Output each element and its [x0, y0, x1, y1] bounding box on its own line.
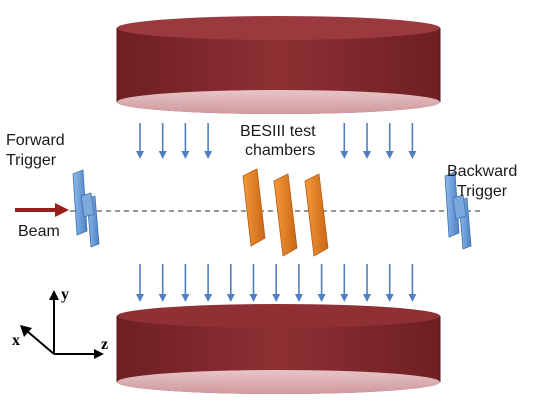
x-axis-label: x [12, 332, 20, 349]
z-axis-head [94, 349, 104, 359]
test-chamber-1 [242, 168, 266, 247]
field-arrow-head [249, 294, 258, 302]
y-axis-head [49, 290, 59, 300]
field-arrow-head [181, 151, 190, 159]
x-axis-line [26, 330, 55, 355]
field-arrow-head [385, 294, 394, 302]
backward-trigger-label-line2: Trigger [457, 183, 508, 200]
field-arrow-head [408, 294, 417, 302]
lower-magnet-pole [116, 304, 441, 395]
x-axis-head [20, 325, 32, 337]
field-arrow-head [363, 151, 371, 159]
test-chambers-label-line2: chambers [245, 142, 316, 159]
field-arrow-head [294, 294, 303, 302]
forward-trigger-label-line2: Trigger [6, 152, 57, 169]
forward-trigger-label-line1: Forward [6, 132, 65, 149]
field-arrow-head [136, 294, 144, 302]
y-axis-label: y [61, 286, 69, 303]
coordinate-axes [20, 290, 104, 359]
test-chamber-3 [304, 173, 329, 257]
field-arrow-head [340, 294, 349, 302]
field-arrow-head [181, 294, 190, 302]
forward-trigger-scintillator [72, 169, 100, 248]
field-arrow-head [385, 151, 394, 159]
upper-magnet-pole [116, 16, 441, 114]
test-chamber-2 [273, 173, 298, 257]
field-arrow-head [158, 294, 167, 302]
field-arrow-head [317, 294, 326, 302]
test-chambers-label-line1: BESIII test [240, 123, 316, 140]
field-arrow-head [340, 151, 349, 159]
field-arrow-head [136, 151, 144, 159]
lower-field-arrows [136, 264, 417, 302]
backward-trigger-scintillator [444, 171, 472, 250]
upper-field-arrows [136, 123, 417, 159]
field-arrow-head [204, 294, 213, 302]
field-arrow-head [158, 151, 167, 159]
field-arrow-head [226, 294, 235, 302]
backward-trigger-label-line1: Backward [447, 163, 518, 180]
field-arrow-head [204, 151, 213, 159]
field-arrow-head [272, 294, 281, 302]
field-arrow-head [363, 294, 371, 302]
beam-label: Beam [18, 223, 60, 240]
field-arrow-head [408, 151, 417, 159]
z-axis-label: z [101, 336, 109, 353]
